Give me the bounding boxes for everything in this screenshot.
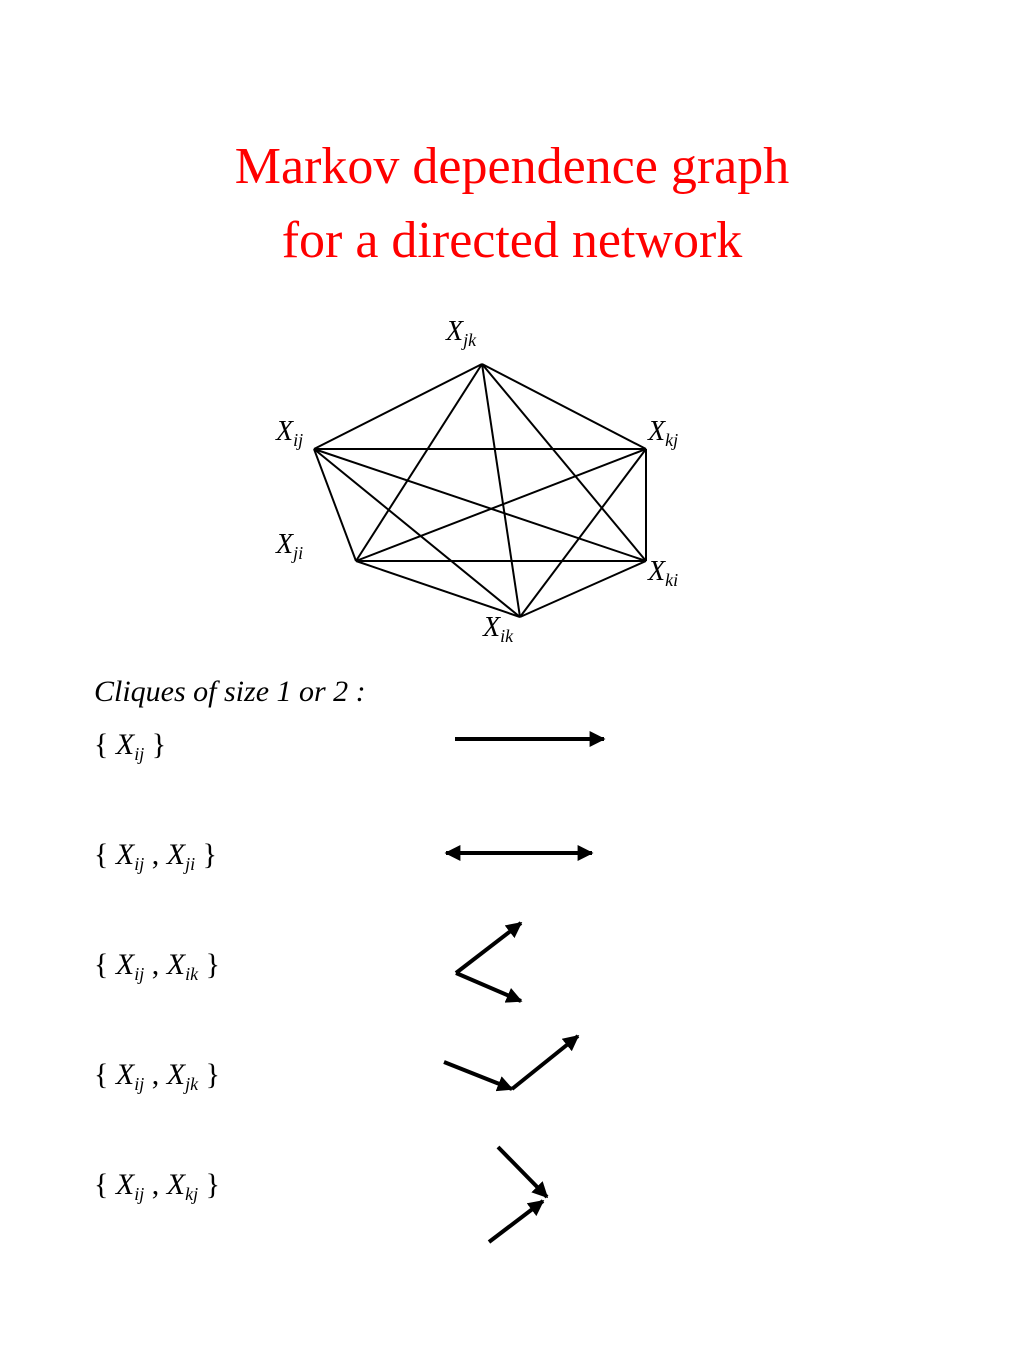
- clique-1: { Xij }: [94, 728, 167, 764]
- clique-4: { Xij , Xjk }: [94, 1058, 220, 1094]
- node-label-ij: Xij: [276, 416, 304, 450]
- cliques-heading: Cliques of size 1 or 2 :: [94, 675, 366, 708]
- title-line-2: for a directed network: [281, 212, 743, 269]
- node-label-ji: Xji: [276, 529, 304, 563]
- title-line-1: Markov dependence graph: [234, 138, 790, 195]
- clique-2: { Xij , Xji }: [94, 838, 217, 874]
- edge-kj-ik: [519, 448, 647, 618]
- edge-ij-ji: [313, 448, 357, 562]
- node-label-kj: Xkj: [648, 416, 679, 450]
- edge-kj-ji: [355, 448, 647, 562]
- arrow-icon-path-a: [443, 1060, 514, 1092]
- edge-ki-ik: [519, 560, 647, 618]
- page-title: Markov dependence graph for a directed n…: [0, 130, 1024, 278]
- edge-jk-ji: [355, 363, 483, 562]
- arrow-icon-out-star-a: [454, 921, 523, 975]
- node-label-ki: Xki: [648, 556, 679, 590]
- edge-jk-ik: [481, 363, 521, 618]
- arrow-icon-out-star-b: [455, 971, 523, 1003]
- edge-ij-jk: [313, 363, 483, 450]
- node-label-jk: Xjk: [446, 316, 477, 350]
- clique-3: { Xij , Xik }: [94, 948, 220, 984]
- edge-ji-ik: [355, 560, 521, 618]
- clique-5: { Xij , Xkj }: [94, 1168, 220, 1204]
- node-label-ik: Xik: [483, 612, 514, 646]
- arrow-icon-in-star-a: [496, 1145, 549, 1199]
- edge-ij-ki: [313, 448, 647, 562]
- edge-jk-ki: [481, 363, 647, 562]
- arrow-icon-in-star-b: [487, 1199, 545, 1244]
- edge-ij-ik: [313, 448, 521, 618]
- arrow-icon-path-b: [510, 1034, 580, 1091]
- edge-jk-kj: [481, 363, 647, 450]
